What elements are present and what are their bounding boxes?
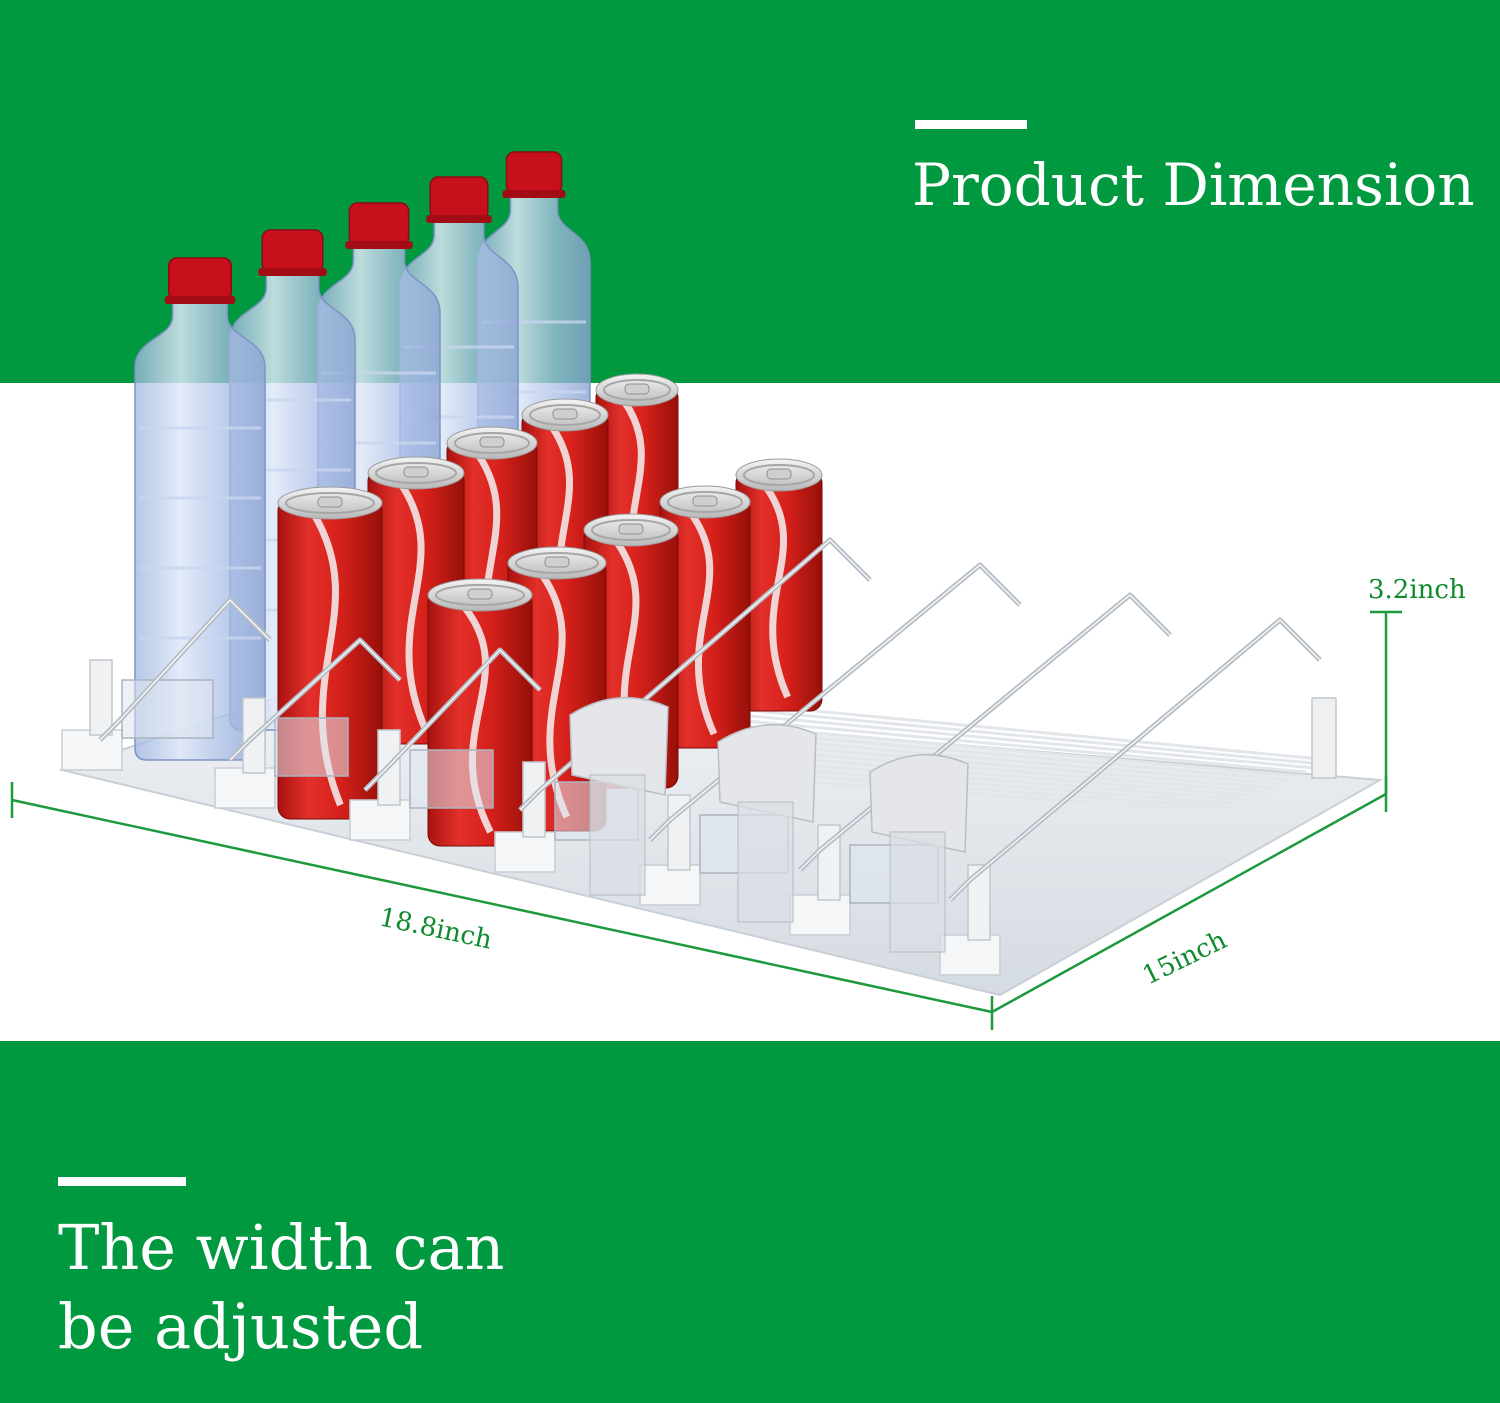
can-tab (624, 383, 650, 395)
can-lid-rim (591, 519, 671, 541)
lane-pusher (717, 723, 817, 823)
lane-divider-foot (789, 894, 851, 936)
lane-divider-foot (214, 767, 276, 809)
lane-divider-post (817, 824, 841, 901)
can-lid-rim (435, 584, 525, 606)
depth-label: 15inch (1138, 925, 1232, 991)
tray-slat (735, 752, 1259, 798)
lane-divider-foot (939, 934, 1001, 976)
can-lid-rim (603, 379, 671, 401)
can-lid-rim (743, 464, 815, 486)
page-title: Product Dimension (912, 151, 1475, 219)
wire-guide-highlight (229, 639, 401, 761)
height-label: 3.2inch (1368, 575, 1466, 605)
can-swirl (763, 484, 791, 699)
lane-front-window (121, 679, 214, 739)
wire-guide-highlight (364, 649, 541, 791)
width-label: 18.8inch (377, 903, 495, 956)
caption-accent-bar (58, 1177, 186, 1186)
can-tab (317, 496, 343, 508)
tray-slat (747, 770, 1235, 810)
caption-line-2: be adjusted (58, 1290, 424, 1363)
lane-divider-post (667, 794, 691, 871)
lane-front-window (274, 717, 349, 777)
can-tab (552, 408, 578, 420)
tray-slat (703, 704, 1323, 766)
can-lid-rim (529, 404, 601, 426)
soda-can (659, 485, 751, 749)
tray-slat (743, 764, 1243, 806)
bottle-cap-ring (258, 268, 327, 276)
bottle-cap-ring (345, 241, 413, 249)
bottle-cap-ring (502, 190, 566, 198)
lane-divider-post (967, 864, 991, 941)
lane-divider-foot (494, 831, 556, 873)
can-tab (403, 466, 429, 478)
tray-slat (723, 734, 1283, 786)
width-dimension-line (11, 798, 993, 1014)
bottle-cap (167, 257, 233, 301)
wire-guide-highlight (649, 564, 1021, 841)
tray-slat (751, 776, 1227, 814)
wire-guide-highlight (799, 594, 1171, 871)
caption-line-1: The width can (58, 1211, 505, 1284)
tray-slat (711, 716, 1307, 774)
lane-pusher (869, 753, 969, 853)
can-swirl (398, 483, 429, 732)
tray-end-post (1311, 697, 1337, 779)
bottle-cap-ring (426, 215, 492, 223)
lane-pusher-stem (889, 831, 946, 953)
can-lid-rim (515, 552, 599, 574)
bottle (134, 257, 266, 761)
can-lid-rim (454, 432, 530, 454)
tray-front-dividers (61, 537, 1337, 976)
lane-divider-foot (349, 799, 411, 841)
lane-pusher-stem (589, 774, 646, 896)
lane-divider-post (89, 659, 113, 736)
bottle-cap (505, 151, 563, 195)
bottle-cap (261, 229, 324, 273)
tray-slat (707, 710, 1315, 770)
tray-slat (731, 746, 1267, 794)
lane-pusher-stem (737, 801, 794, 923)
can-lid-rim (667, 491, 743, 513)
dimension-lines (10, 610, 1402, 1030)
bottle-cap-ring (164, 296, 236, 304)
can-tab (618, 523, 644, 535)
lane-front-window (409, 749, 494, 809)
depth-dimension-line (991, 792, 1387, 1014)
lane-divider-foot (61, 729, 123, 771)
feature-caption: The width can be adjusted (58, 1208, 678, 1366)
can-tab (692, 495, 718, 507)
bottom-green-band (0, 1041, 1500, 1403)
wire-guide-highlight (949, 619, 1321, 901)
can-lid-rim (375, 462, 457, 484)
can-swirl (688, 511, 718, 736)
can-tab (467, 588, 493, 600)
can-tab (479, 436, 505, 448)
can-lid-rim (285, 492, 375, 514)
lane-pusher (569, 696, 669, 796)
bottle-cap (429, 176, 489, 220)
tray-slat (739, 758, 1251, 802)
can-tab (766, 468, 792, 480)
tray-slat (727, 740, 1275, 790)
wire-guide-highlight (519, 539, 871, 811)
lane-divider-foot (639, 864, 701, 906)
can-tab (544, 556, 570, 568)
heading-accent-bar (915, 120, 1027, 129)
wire-guide-highlight (99, 599, 271, 741)
bottle-cap (348, 202, 410, 246)
